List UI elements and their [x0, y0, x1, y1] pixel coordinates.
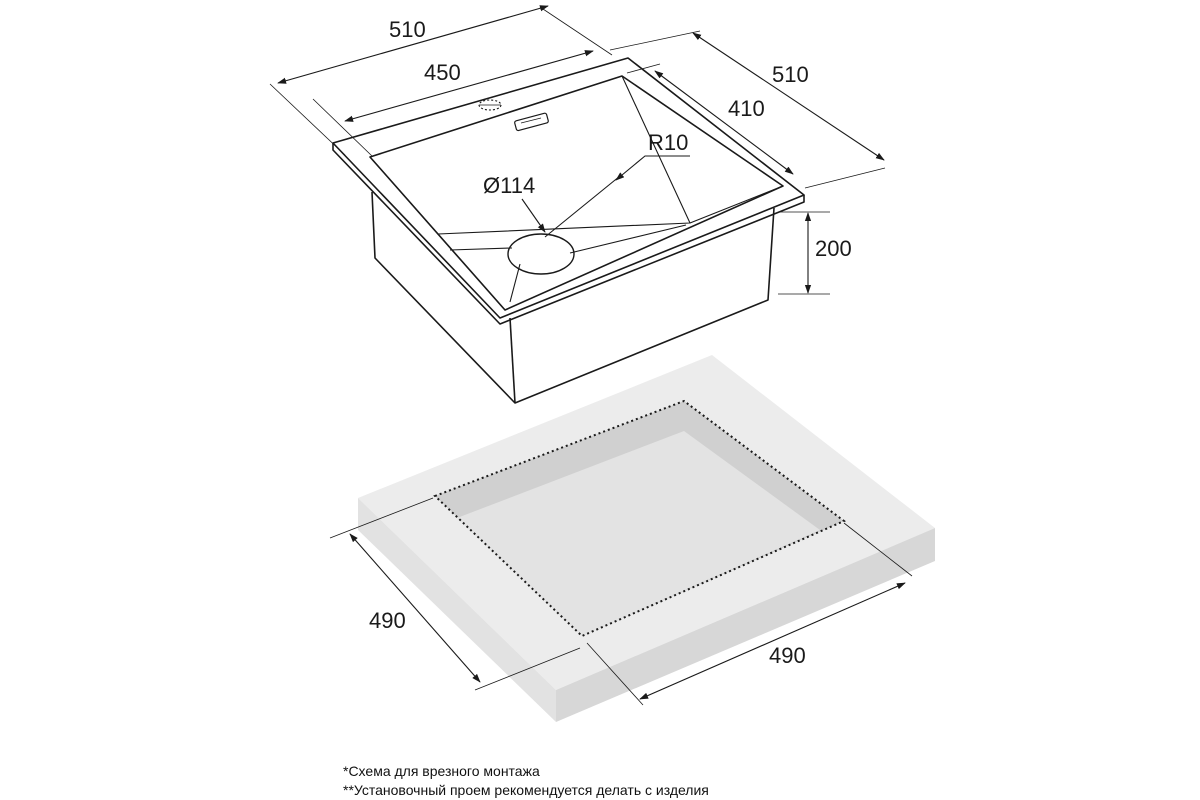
drain-hole: [507, 233, 575, 275]
label-sink-outer-width: 510: [389, 17, 426, 42]
label-sink-inner-width: 450: [424, 60, 461, 85]
note-cutout-recommendation: **Установочный проем рекомендуется делат…: [343, 782, 709, 798]
label-bowl-height: 200: [815, 236, 852, 261]
label-sink-outer-depth: 510: [772, 62, 809, 87]
sink-dimension-lines: [269, 5, 886, 295]
bowl-front-corner: [509, 317, 516, 404]
label-corner-radius: R10: [648, 130, 688, 155]
label-sink-inner-depth: 410: [728, 96, 765, 121]
cutout-floor: [457, 431, 820, 636]
inner-right-edge: [689, 185, 784, 224]
cutout-outline: [433, 399, 846, 638]
drain-ribs: [449, 175, 687, 303]
label-cutout-right: 490: [769, 643, 806, 668]
note-mounting-type: *Схема для врезного монтажа: [343, 763, 540, 779]
countertop-dimension-lines: [329, 497, 913, 706]
countertop: [358, 355, 935, 722]
label-drain-diameter: Ø114: [483, 173, 535, 198]
inner-front-edge: [437, 233, 506, 311]
rim-thickness: [332, 143, 805, 325]
label-cutout-left: 490: [369, 608, 406, 633]
